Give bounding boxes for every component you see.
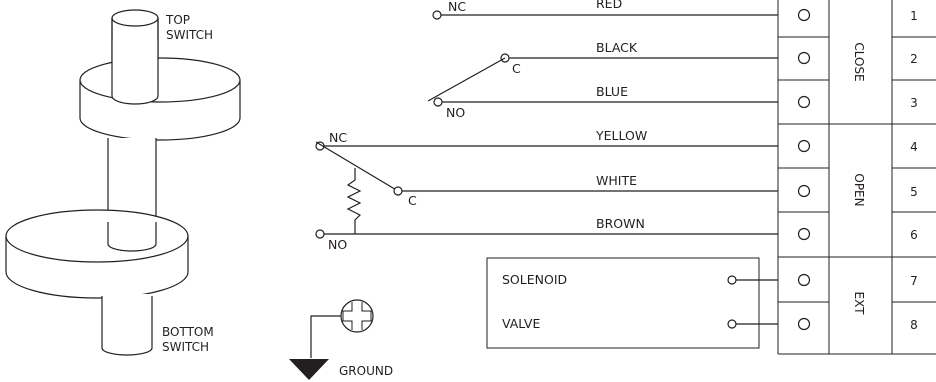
terminal-2-icon bbox=[797, 51, 811, 65]
no-contact-top-icon bbox=[433, 97, 443, 107]
top-switch-wiring: NC RED C BLACK NO BLUE bbox=[427, 0, 778, 120]
group-label-close: CLOSE bbox=[852, 42, 866, 81]
ground-symbol: GROUND bbox=[289, 299, 393, 380]
terminal-number-8: 8 bbox=[910, 318, 918, 332]
valve-label: VALVE bbox=[502, 316, 540, 331]
ground-label: GROUND bbox=[339, 364, 393, 378]
wire-label-red: RED bbox=[596, 0, 622, 11]
terminal-number-2: 2 bbox=[910, 52, 918, 66]
c-label-top: C bbox=[512, 61, 521, 76]
wire-label-white: WHITE bbox=[596, 173, 637, 188]
solenoid-terminal-1-icon bbox=[727, 275, 737, 285]
wire-label-yellow: YELLOW bbox=[595, 128, 647, 143]
nc-label-top: NC bbox=[448, 0, 466, 14]
switch-assembly bbox=[5, 9, 241, 356]
terminal-3-icon bbox=[797, 95, 811, 109]
bottom-switch-label-2: SWITCH bbox=[162, 340, 209, 354]
ground-arrow-icon bbox=[289, 359, 329, 380]
terminal-6-icon bbox=[797, 227, 811, 241]
terminal-number-7: 7 bbox=[910, 274, 918, 288]
terminal-number-1: 1 bbox=[910, 9, 918, 23]
terminal-number-5: 5 bbox=[910, 185, 918, 199]
terminal-5-icon bbox=[797, 184, 811, 198]
terminal-strip: 1 2 3 4 5 6 7 8 CLOSE OPEN EXT bbox=[777, 0, 936, 355]
ground-screw-icon bbox=[340, 299, 374, 333]
wire-label-black: BLACK bbox=[596, 40, 638, 55]
bottom-switch-label-1: BOTTOM bbox=[162, 325, 214, 339]
wire-label-brown: BROWN bbox=[596, 216, 645, 231]
solenoid-label: SOLENOID bbox=[502, 272, 567, 287]
terminal-number-4: 4 bbox=[910, 140, 918, 154]
solenoid-terminal-2-icon bbox=[727, 319, 737, 329]
terminal-number-6: 6 bbox=[910, 228, 918, 242]
c-contact-bottom-icon bbox=[393, 186, 403, 196]
nc-contact-top-icon bbox=[432, 10, 442, 20]
no-label-bottom: NO bbox=[328, 237, 347, 252]
group-label-ext: EXT bbox=[852, 292, 866, 316]
c-label-bottom: C bbox=[408, 193, 417, 208]
terminal-7-icon bbox=[797, 273, 811, 287]
top-switch-label-2: SWITCH bbox=[166, 28, 213, 42]
terminal-4-icon bbox=[797, 139, 811, 153]
bottom-switch-wiring: NC YELLOW C WHITE NO BROWN bbox=[315, 128, 778, 252]
solenoid-valve-box: SOLENOID VALVE bbox=[486, 257, 778, 349]
wire-label-blue: BLUE bbox=[596, 84, 628, 99]
top-switch-label-1: TOP bbox=[165, 13, 190, 27]
terminal-1-icon bbox=[797, 8, 811, 22]
resistor-icon bbox=[346, 168, 362, 234]
nc-label-bottom: NC bbox=[329, 130, 347, 145]
no-contact-bottom-icon bbox=[315, 229, 325, 239]
no-label-top: NO bbox=[446, 105, 465, 120]
group-label-open: OPEN bbox=[852, 173, 866, 206]
terminal-8-icon bbox=[797, 317, 811, 331]
terminal-number-3: 3 bbox=[910, 96, 918, 110]
